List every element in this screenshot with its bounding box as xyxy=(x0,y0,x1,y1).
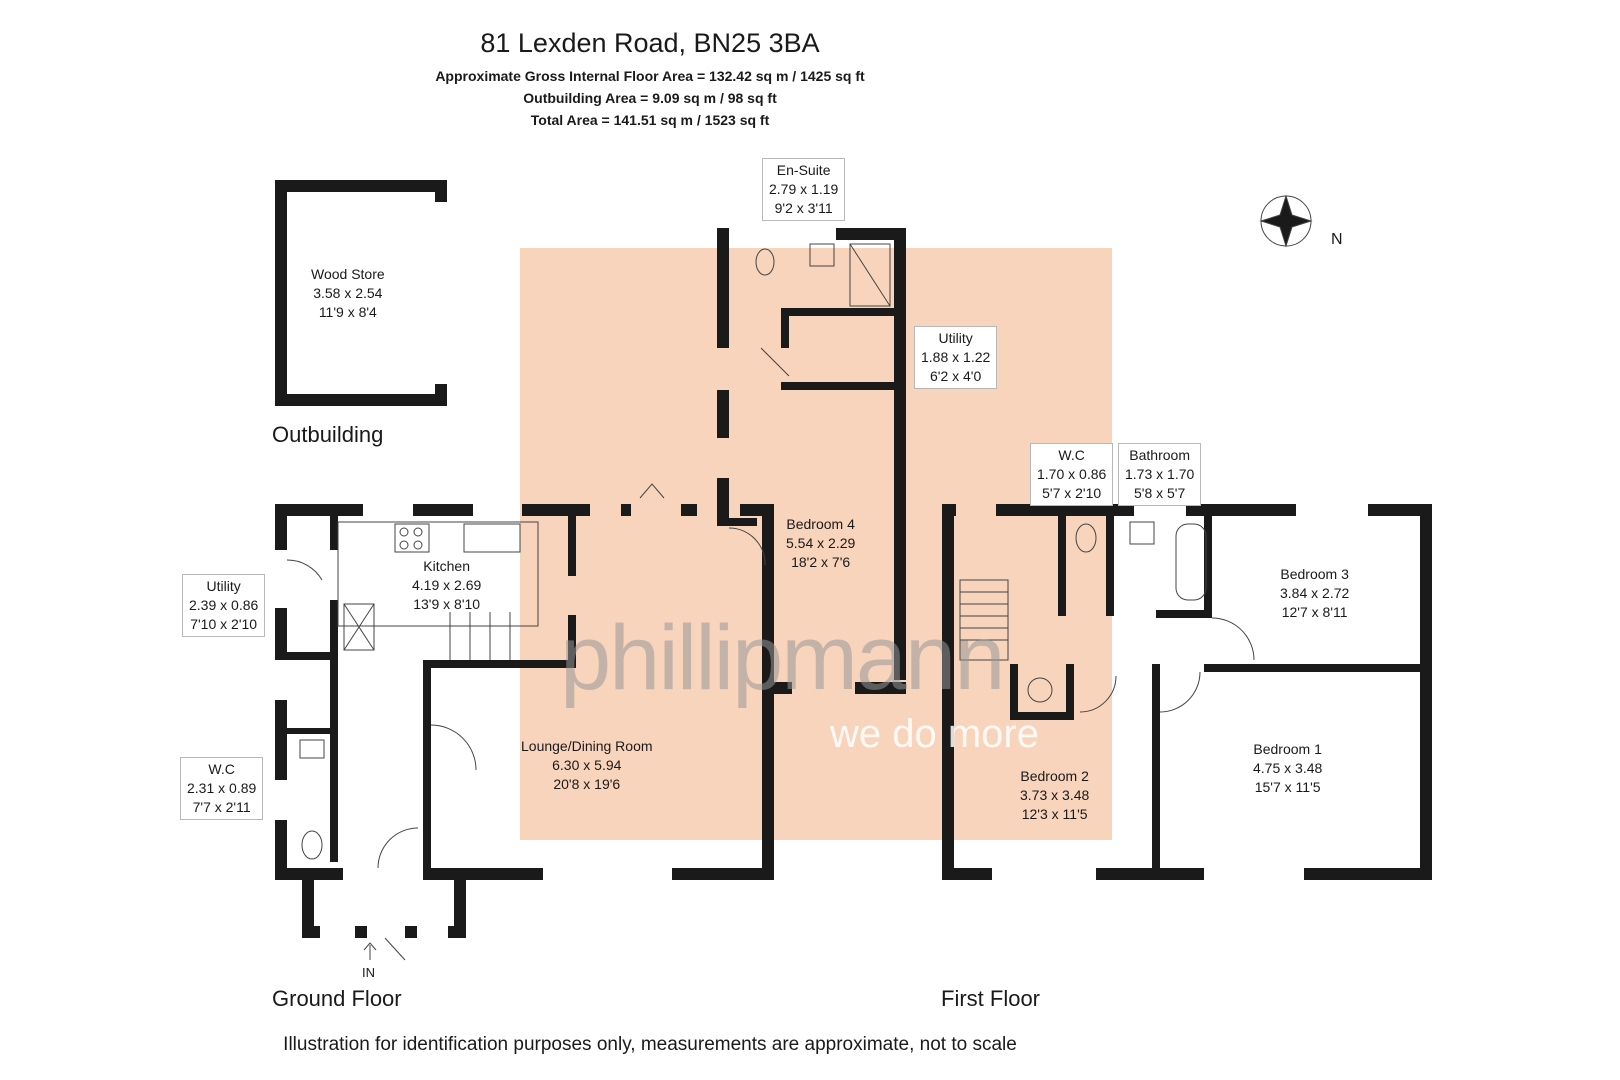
disclaimer-text: Illustration for identification purposes… xyxy=(283,1034,1017,1055)
floor-label-outbuilding: Outbuilding xyxy=(272,422,384,447)
floor-label-ground: Ground Floor xyxy=(272,986,402,1011)
total-area-text: Total Area = 141.51 sq m / 1523 sq ft xyxy=(530,112,770,128)
property-address-title: 81 Lexden Road, BN25 3BA xyxy=(480,28,820,58)
entrance-label: IN xyxy=(362,965,375,980)
ground-floor-fixtures xyxy=(286,483,665,961)
logo-tagline: we do more xyxy=(830,712,1039,756)
outbuilding-area-text: Outbuilding Area = 9.09 sq m / 98 sq ft xyxy=(523,90,777,106)
floor-label-first: First Floor xyxy=(941,986,1040,1011)
outbuilding-walls xyxy=(275,180,447,406)
north-indicator-label: N xyxy=(1331,231,1343,248)
gross-area-text: Approximate Gross Internal Floor Area = … xyxy=(435,68,865,84)
first-floor-fixtures xyxy=(728,194,1313,713)
first-floor-walls xyxy=(717,228,1432,880)
phillipmann-watermark-logo: phillipmann we do more xyxy=(560,607,1039,756)
logo-brand: phillipmann xyxy=(560,607,1005,709)
ground-floor-walls xyxy=(275,504,774,938)
watermark-background xyxy=(520,248,1112,840)
